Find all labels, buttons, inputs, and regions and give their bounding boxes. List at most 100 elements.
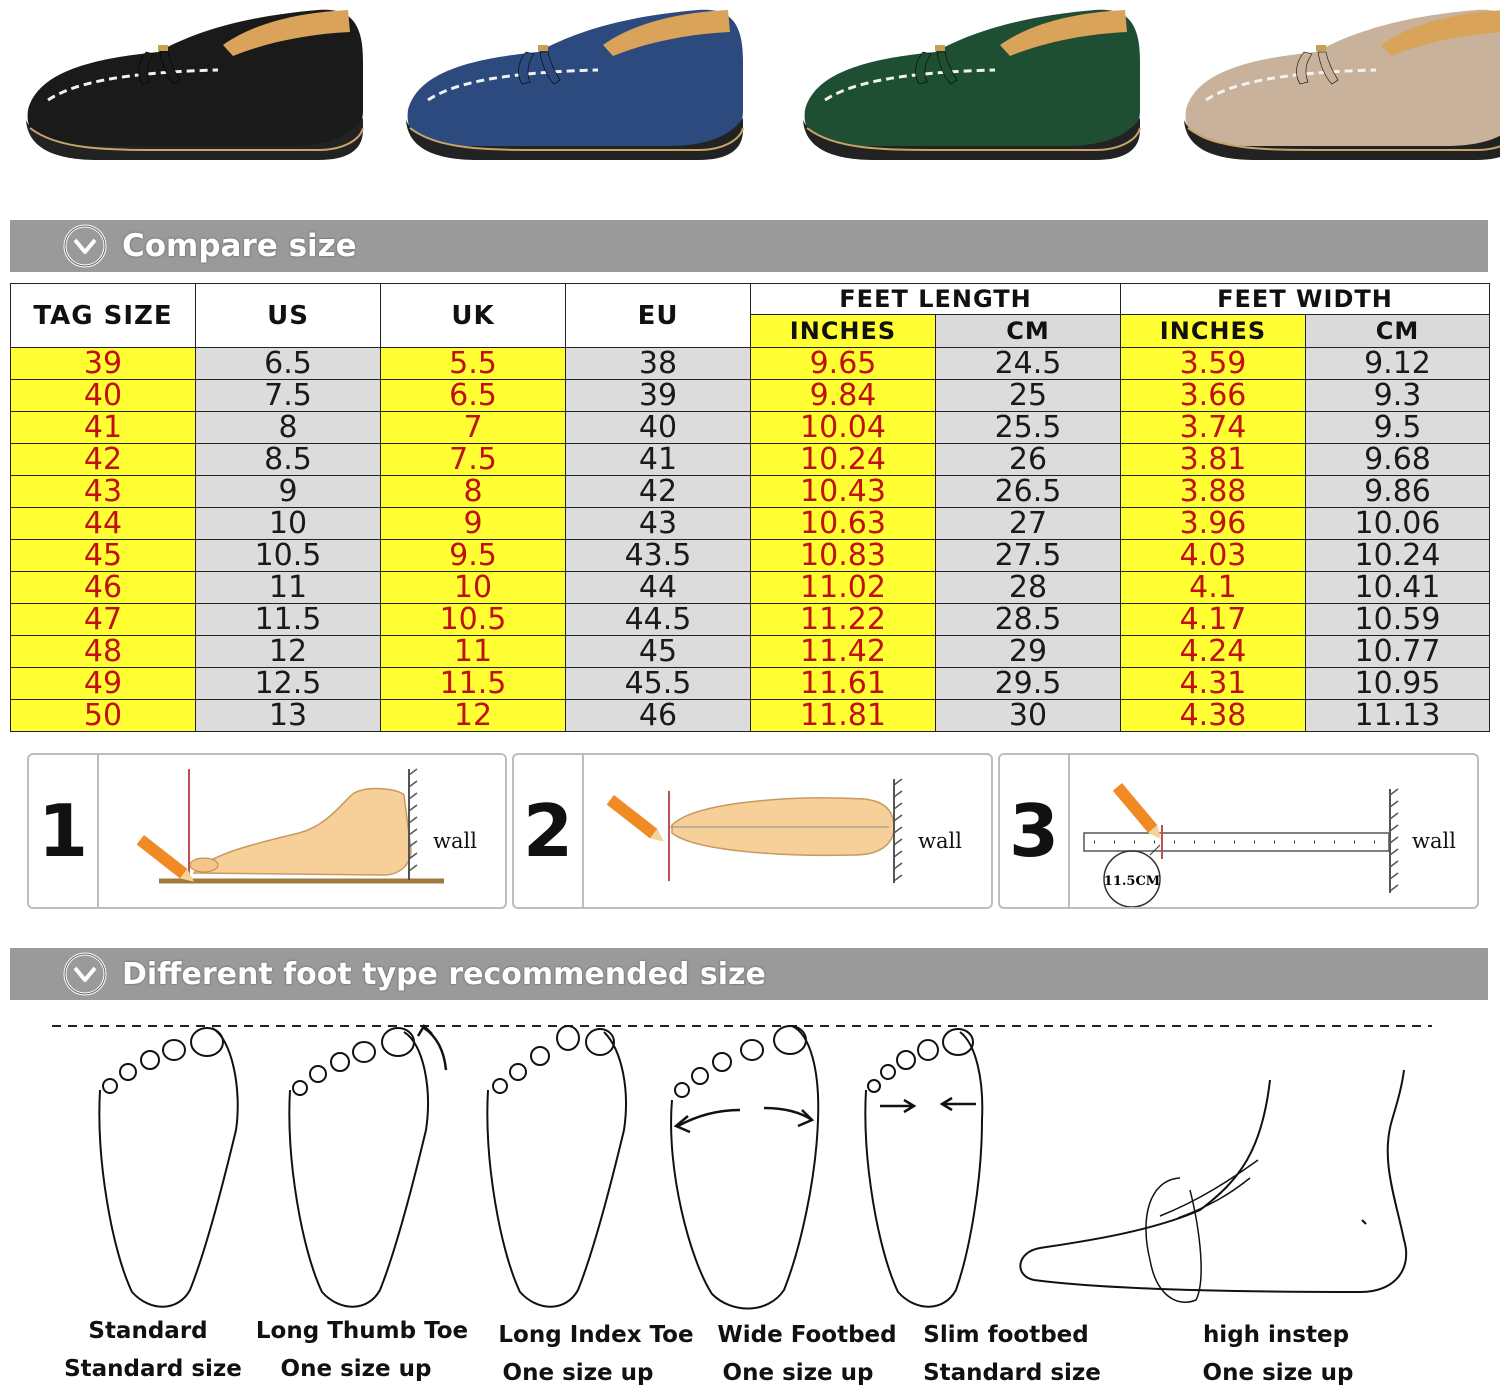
cell-tag-size: 40	[10, 379, 196, 412]
foot-type-name: Standard	[88, 1318, 208, 1344]
step-number: 3	[1000, 755, 1070, 907]
cell-width-cm: 10.95	[1305, 667, 1490, 700]
chevron-down-circle-icon	[63, 952, 107, 996]
cell-length-cm: 28.5	[935, 603, 1121, 636]
foot-type-name: Slim footbed	[923, 1322, 1089, 1348]
cell-uk: 9	[380, 507, 566, 540]
cell-us: 13	[195, 699, 381, 732]
cell-length-cm: 27	[935, 507, 1121, 540]
loafer-icon	[26, 9, 364, 160]
cell-eu: 46	[565, 699, 751, 732]
cell-length-cm: 25	[935, 379, 1121, 412]
cell-width-cm: 11.13	[1305, 699, 1490, 732]
cell-width-cm: 9.68	[1305, 443, 1490, 476]
measure-step-3: 3 11.5CM wall	[998, 753, 1479, 909]
cell-us: 10.5	[195, 539, 381, 572]
cell-length-inches: 9.84	[750, 379, 936, 412]
header-tag-size: TAG SIZE	[10, 283, 196, 348]
cell-length-cm: 29	[935, 635, 1121, 668]
foot-type-name: Long Index Toe	[498, 1322, 694, 1348]
cell-tag-size: 47	[10, 603, 196, 636]
foot-type-name: Long Thumb Toe	[255, 1318, 469, 1344]
foot-type-recommendation: Standard size	[64, 1356, 242, 1382]
foot-top-measure-illustration	[606, 778, 903, 883]
foot-outline-high-instep	[1019, 1069, 1408, 1303]
foot-type-title: Different foot type recommended size	[122, 956, 766, 992]
wall-label: wall	[433, 829, 477, 853]
shoe-image-navy	[398, 0, 758, 180]
cell-us: 11.5	[195, 603, 381, 636]
step-number: 2	[514, 755, 584, 907]
cell-length-inches: 11.42	[750, 635, 936, 668]
cell-length-inches: 10.63	[750, 507, 936, 540]
cell-eu: 39	[565, 379, 751, 412]
cell-length-inches: 10.24	[750, 443, 936, 476]
loafer-icon	[406, 9, 744, 160]
cell-length-cm: 24.5	[935, 347, 1121, 380]
foot-side-measure-illustration	[136, 768, 444, 884]
cell-width-cm: 9.86	[1305, 475, 1490, 508]
cell-width-inches: 3.59	[1120, 347, 1306, 380]
loafer-icon	[803, 9, 1141, 160]
cell-width-cm: 10.06	[1305, 507, 1490, 540]
cell-length-cm: 30	[935, 699, 1121, 732]
cell-eu: 44.5	[565, 603, 751, 636]
header-feet-length: FEET LENGTH	[750, 283, 1121, 315]
cell-length-cm: 29.5	[935, 667, 1121, 700]
foot-type-header: Different foot type recommended size	[10, 948, 1488, 1000]
cell-uk: 11.5	[380, 667, 566, 700]
cell-width-cm: 10.59	[1305, 603, 1490, 636]
cell-width-inches: 3.96	[1120, 507, 1306, 540]
cell-width-inches: 4.31	[1120, 667, 1306, 700]
cell-tag-size: 45	[10, 539, 196, 572]
cell-tag-size: 41	[10, 411, 196, 444]
foot-type-recommendation: One size up	[1202, 1360, 1354, 1386]
cell-us: 12.5	[195, 667, 381, 700]
header-eu: EU	[565, 283, 751, 348]
measure-value: 11.5CM	[1104, 874, 1160, 889]
header-width-cm: CM	[1305, 314, 1490, 348]
foot-outline-slim-footbed	[864, 1028, 984, 1308]
cell-width-cm: 10.41	[1305, 571, 1490, 604]
header-length-cm: CM	[935, 314, 1121, 348]
header-width-inches: INCHES	[1120, 314, 1306, 348]
foot-outline-long-index-toe	[486, 1025, 627, 1308]
size-chart-table: TAG SIZE US UK EU FEET LENGTH FEET WIDTH…	[10, 283, 1490, 732]
cell-width-inches: 4.24	[1120, 635, 1306, 668]
cell-us: 8.5	[195, 443, 381, 476]
cell-eu: 43.5	[565, 539, 751, 572]
cell-tag-size: 48	[10, 635, 196, 668]
cell-length-cm: 27.5	[935, 539, 1121, 572]
cell-us: 7.5	[195, 379, 381, 412]
cell-width-inches: 3.88	[1120, 475, 1306, 508]
header-feet-width: FEET WIDTH	[1120, 283, 1490, 315]
measure-step-1: 1 wall	[27, 753, 507, 909]
foot-type-name: high instep	[1202, 1322, 1350, 1348]
cell-length-cm: 25.5	[935, 411, 1121, 444]
foot-outline-standard	[98, 1027, 239, 1308]
cell-uk: 7	[380, 411, 566, 444]
cell-width-inches: 4.17	[1120, 603, 1306, 636]
wall-hatch-icon	[408, 768, 418, 880]
wall-hatch-icon	[1389, 788, 1399, 893]
cell-length-cm: 28	[935, 571, 1121, 604]
cell-tag-size: 44	[10, 507, 196, 540]
cell-eu: 41	[565, 443, 751, 476]
foot-type-recommendation: Standard size	[923, 1360, 1101, 1386]
chevron-down-circle-icon	[63, 224, 107, 268]
cell-us: 6.5	[195, 347, 381, 380]
wall-label: wall	[1412, 829, 1456, 853]
foot-type-recommendation: One size up	[502, 1360, 654, 1386]
measure-step-2: 2 wall	[512, 753, 993, 909]
